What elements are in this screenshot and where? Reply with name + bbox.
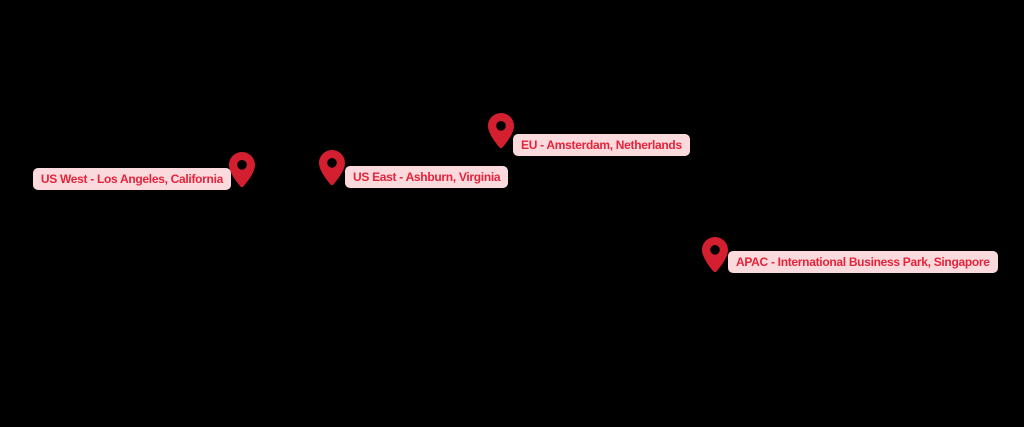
location-label-apac: APAC - International Business Park, Sing… xyxy=(728,251,998,273)
map-pin-icon-apac[interactable] xyxy=(702,237,728,274)
location-label-text: US West - Los Angeles, California xyxy=(40,172,223,186)
location-label-text: US East - Ashburn, Virginia xyxy=(353,170,501,184)
map-pin-icon-eu[interactable] xyxy=(488,113,514,150)
location-label-eu: EU - Amsterdam, Netherlands xyxy=(513,134,690,156)
map-pin-icon-us-west[interactable] xyxy=(229,152,255,189)
map-pin-icon-us-east[interactable] xyxy=(319,150,345,187)
location-label-text: APAC - International Business Park, Sing… xyxy=(736,255,990,269)
location-label-text: EU - Amsterdam, Netherlands xyxy=(521,138,682,152)
location-label-us-west: US West - Los Angeles, California xyxy=(32,168,231,190)
location-label-us-east: US East - Ashburn, Virginia xyxy=(345,166,509,188)
